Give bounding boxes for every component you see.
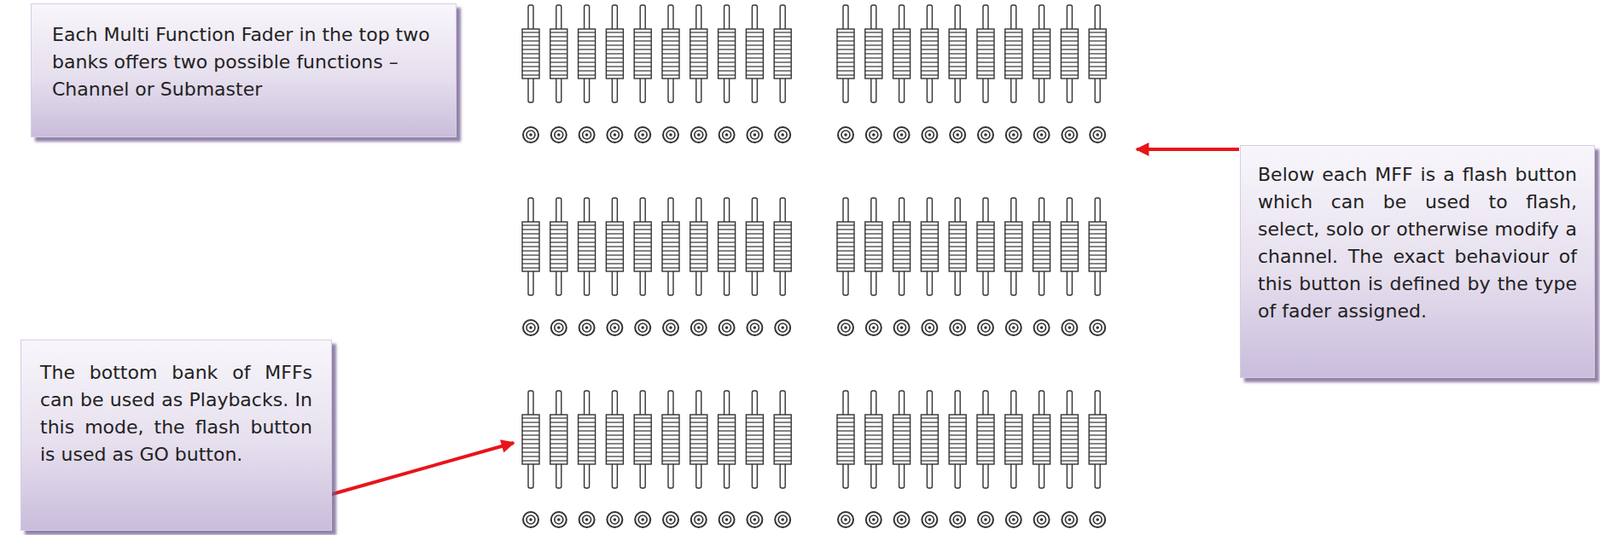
fader — [977, 390, 995, 528]
fader — [837, 5, 855, 143]
leader-arrow — [1136, 147, 1240, 152]
fader — [948, 390, 966, 528]
fader — [773, 5, 792, 143]
fader — [634, 197, 652, 336]
fader — [522, 197, 540, 336]
fader — [773, 197, 792, 336]
fader — [662, 5, 680, 143]
fader — [662, 390, 680, 528]
callout-box: The bottom bank of MFFs can be used as P… — [20, 339, 332, 531]
fader — [718, 197, 736, 336]
fader — [522, 390, 540, 528]
fader — [893, 390, 911, 528]
fader — [920, 197, 938, 336]
leader-arrow — [329, 442, 514, 495]
fader — [1005, 197, 1023, 336]
fader — [948, 197, 966, 336]
fader — [690, 390, 708, 528]
fader — [550, 197, 568, 336]
fader — [977, 5, 995, 143]
fader — [690, 5, 708, 143]
fader — [920, 390, 938, 528]
fader — [837, 197, 855, 336]
fader — [745, 197, 763, 336]
fader — [634, 390, 652, 528]
fader — [690, 197, 708, 336]
fader — [920, 5, 938, 143]
fader — [522, 5, 540, 143]
fader — [1033, 390, 1051, 528]
fader — [977, 197, 995, 336]
fader — [578, 197, 596, 336]
fader — [550, 390, 568, 528]
fader — [893, 5, 911, 143]
fader — [550, 5, 568, 143]
fader — [578, 5, 596, 143]
fader — [745, 390, 763, 528]
fader — [1060, 5, 1078, 143]
fader — [662, 197, 680, 336]
callout-text: Below each MFF is a flash button which c… — [1257, 161, 1577, 326]
fader-banks — [522, 5, 1106, 528]
fader — [837, 390, 855, 528]
callout-text: The bottom bank of MFFs can be used as P… — [40, 359, 313, 469]
fader — [745, 5, 763, 143]
fader — [1033, 197, 1051, 336]
fader — [578, 390, 596, 528]
fader — [1033, 5, 1051, 143]
fader — [865, 197, 883, 336]
fader — [948, 5, 966, 143]
fader — [718, 390, 736, 528]
fader — [1005, 390, 1023, 528]
callout-box: Below each MFF is a flash button which c… — [1239, 145, 1595, 379]
fader — [1088, 390, 1106, 528]
callout-text: Each Multi Function Fader in the top two… — [52, 21, 436, 104]
callout-box: Each Multi Function Fader in the top two… — [30, 3, 457, 138]
fader — [1060, 197, 1078, 336]
fader — [1005, 5, 1023, 143]
fader — [865, 390, 883, 528]
fader — [865, 5, 883, 143]
fader — [773, 390, 792, 528]
fader — [718, 5, 736, 143]
fader — [1060, 390, 1078, 528]
fader — [605, 5, 623, 143]
fader — [634, 5, 652, 143]
fader — [605, 390, 623, 528]
fader — [893, 197, 911, 336]
fader — [1088, 5, 1106, 143]
fader — [1088, 197, 1106, 336]
fader — [605, 197, 623, 336]
